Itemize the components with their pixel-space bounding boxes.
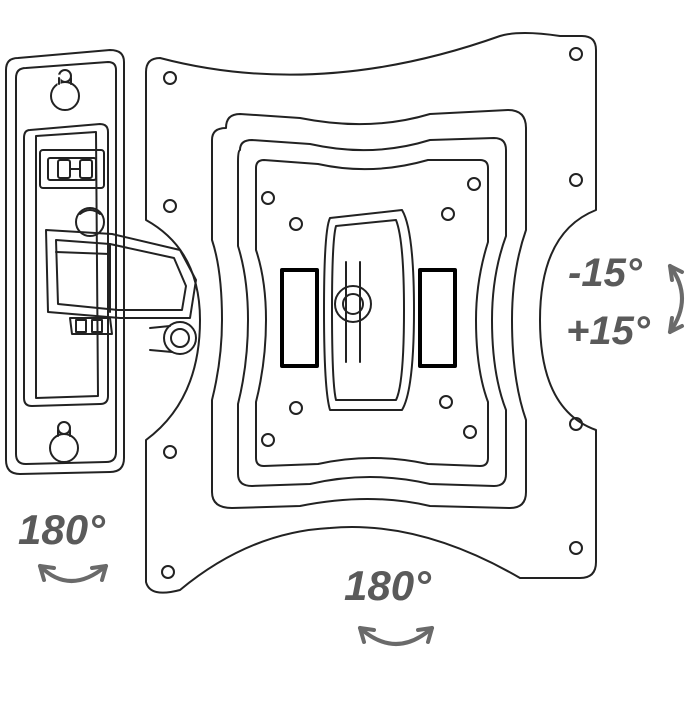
- wall-plate: [5, 49, 125, 475]
- swing-arm: [45, 229, 197, 355]
- inner-plate: [211, 109, 527, 509]
- tilt-arrow-icon: [668, 264, 684, 334]
- vesa-plate: [145, 32, 597, 594]
- rotation-left-label: 180°: [18, 506, 106, 553]
- callout-right: [418, 268, 457, 368]
- keyhole-bottom: [49, 421, 79, 463]
- rotation-left-arrow-icon: [38, 564, 108, 583]
- tilt-up-label: -15°: [568, 251, 643, 295]
- tilt-down-label: +15°: [566, 309, 651, 353]
- keyhole-top: [50, 69, 80, 111]
- callout-left: [280, 268, 319, 368]
- nut: [69, 317, 113, 335]
- rotation-bottom-arrow-icon: [358, 626, 434, 646]
- rotation-bottom-label: 180°: [344, 562, 432, 609]
- latch: [39, 149, 105, 189]
- tilt-bracket: [323, 209, 415, 411]
